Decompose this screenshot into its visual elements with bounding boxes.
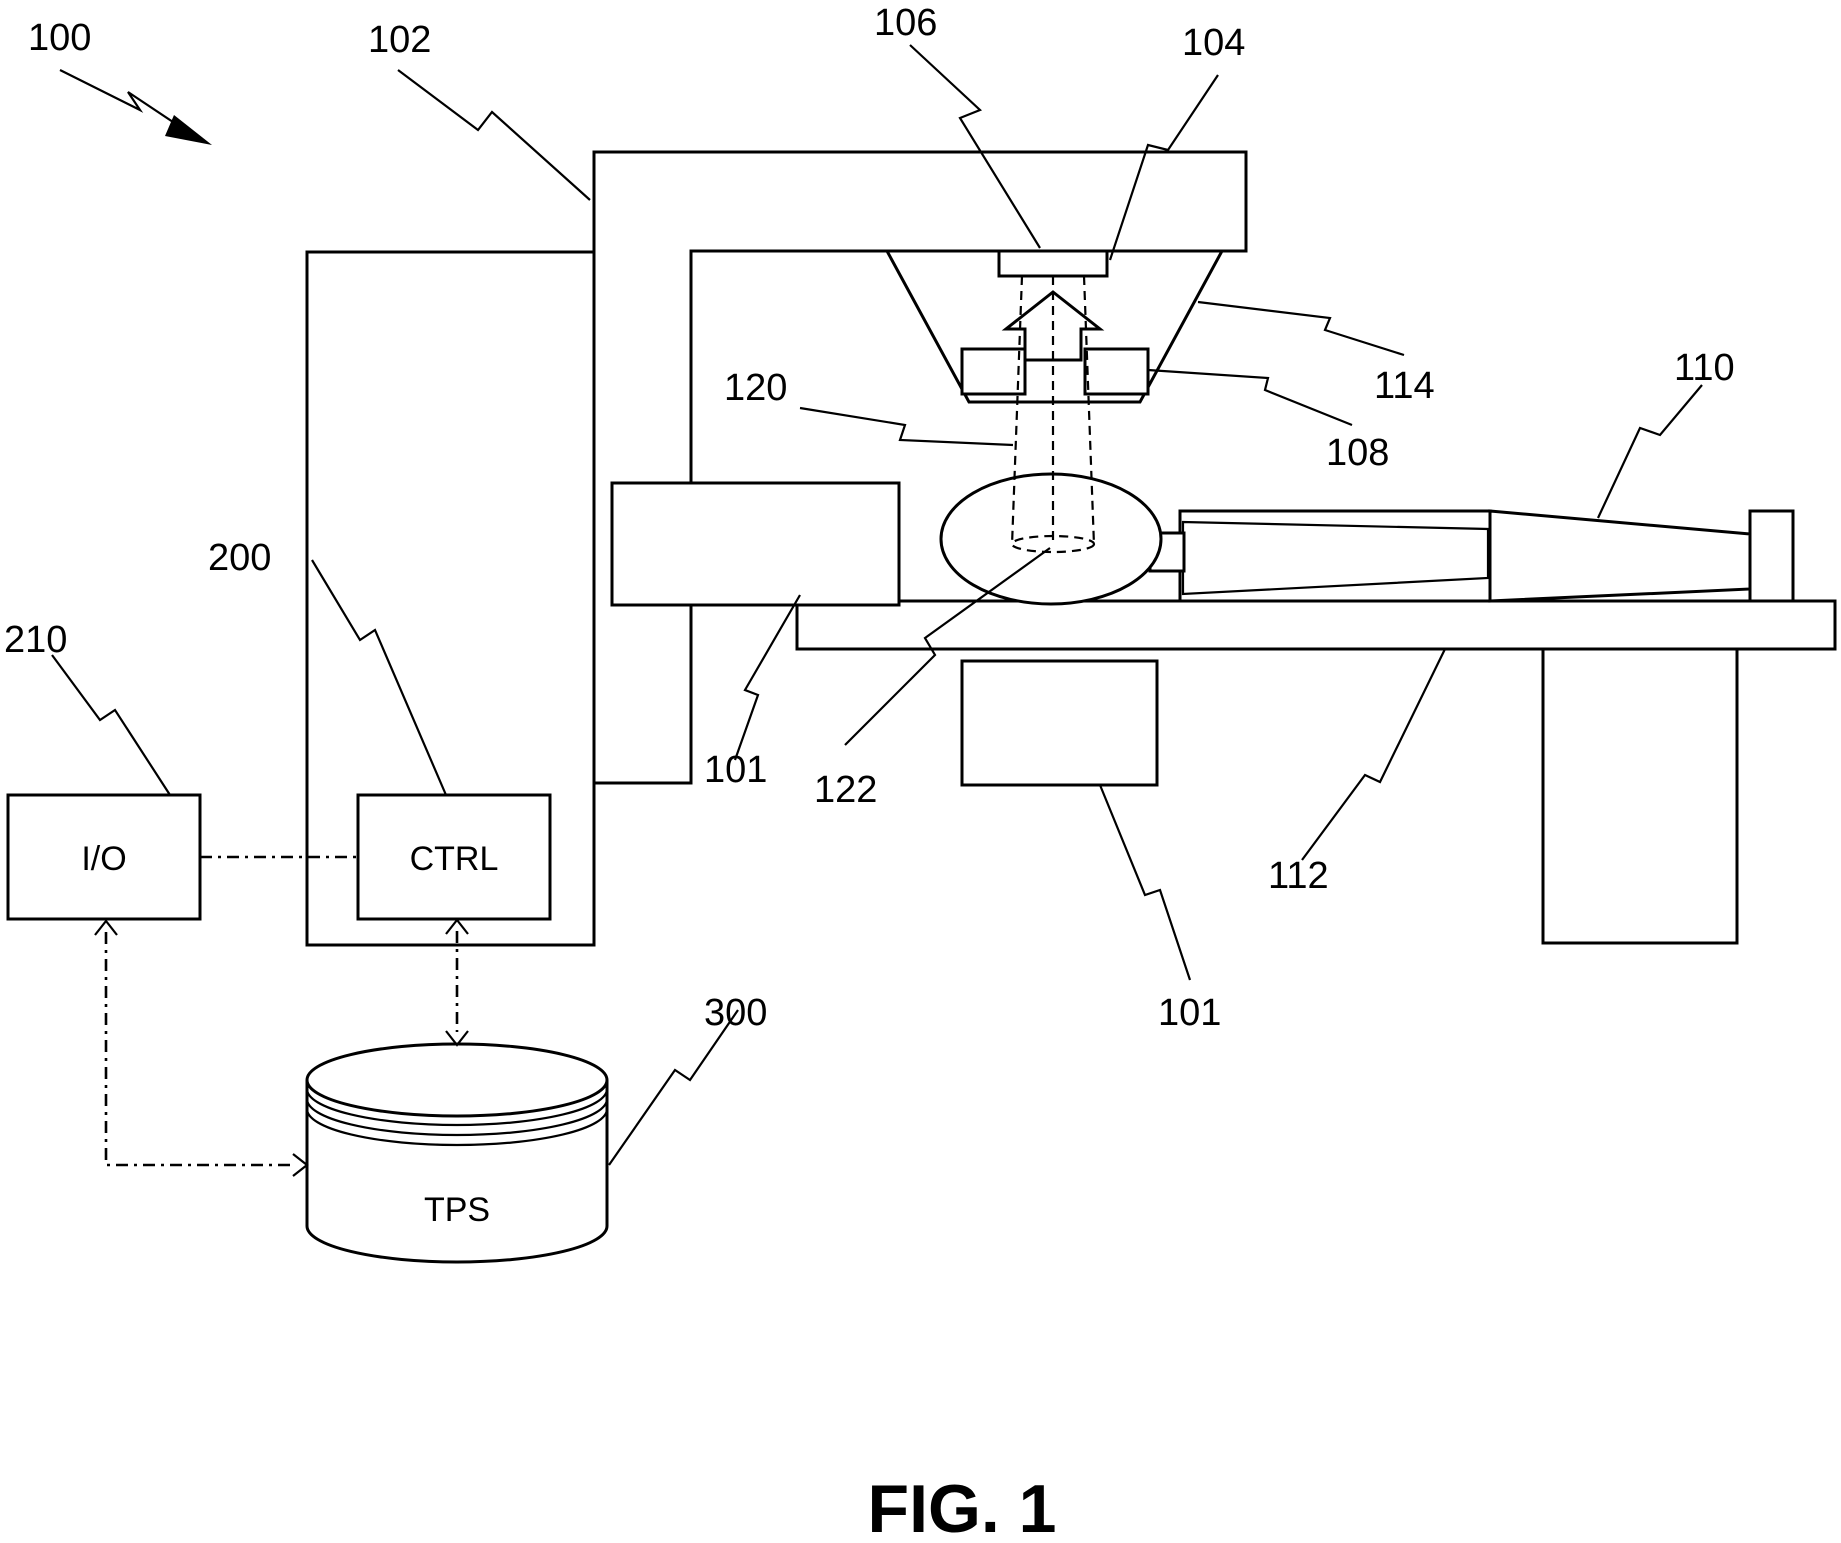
detector (999, 251, 1107, 276)
patient (941, 474, 1793, 604)
ref-112: 112 (1268, 855, 1329, 897)
ref-101-bottom: 101 (1158, 992, 1221, 1034)
ref-101-left: 101 (704, 749, 767, 791)
figure-title: FIG. 1 (868, 1471, 1057, 1543)
io-label: I/O (81, 840, 126, 878)
ref-200: 200 (208, 537, 271, 579)
system-arrow-head (165, 115, 212, 145)
ref-210: 210 (4, 619, 67, 661)
imaging-device-left (612, 483, 899, 605)
ref-122: 122 (814, 769, 877, 811)
patient-feet (1750, 511, 1793, 601)
radiation-head (887, 251, 1222, 402)
ref-108: 108 (1326, 432, 1389, 474)
patient-legs (1490, 511, 1750, 601)
couch-pedestal (1543, 649, 1737, 943)
collimator-jaw-right (1085, 349, 1148, 394)
ref-110: 110 (1674, 347, 1735, 389)
ref-104: 104 (1182, 22, 1245, 64)
ctrl-label: CTRL (410, 840, 499, 878)
tps-label: TPS (424, 1191, 490, 1229)
ref-300: 300 (704, 992, 767, 1034)
ref-102: 102 (368, 19, 431, 61)
ref-114: 114 (1374, 365, 1435, 407)
imaging-device-bottom (962, 661, 1157, 785)
ref-106: 106 (874, 2, 937, 44)
couch-top (797, 601, 1835, 649)
ref-100: 100 (28, 17, 91, 59)
io-tps-link (95, 921, 307, 1176)
collimator-jaw-left (962, 349, 1025, 394)
patient-head (941, 474, 1161, 604)
tps-database (307, 1044, 607, 1262)
ref-120: 120 (724, 367, 787, 409)
